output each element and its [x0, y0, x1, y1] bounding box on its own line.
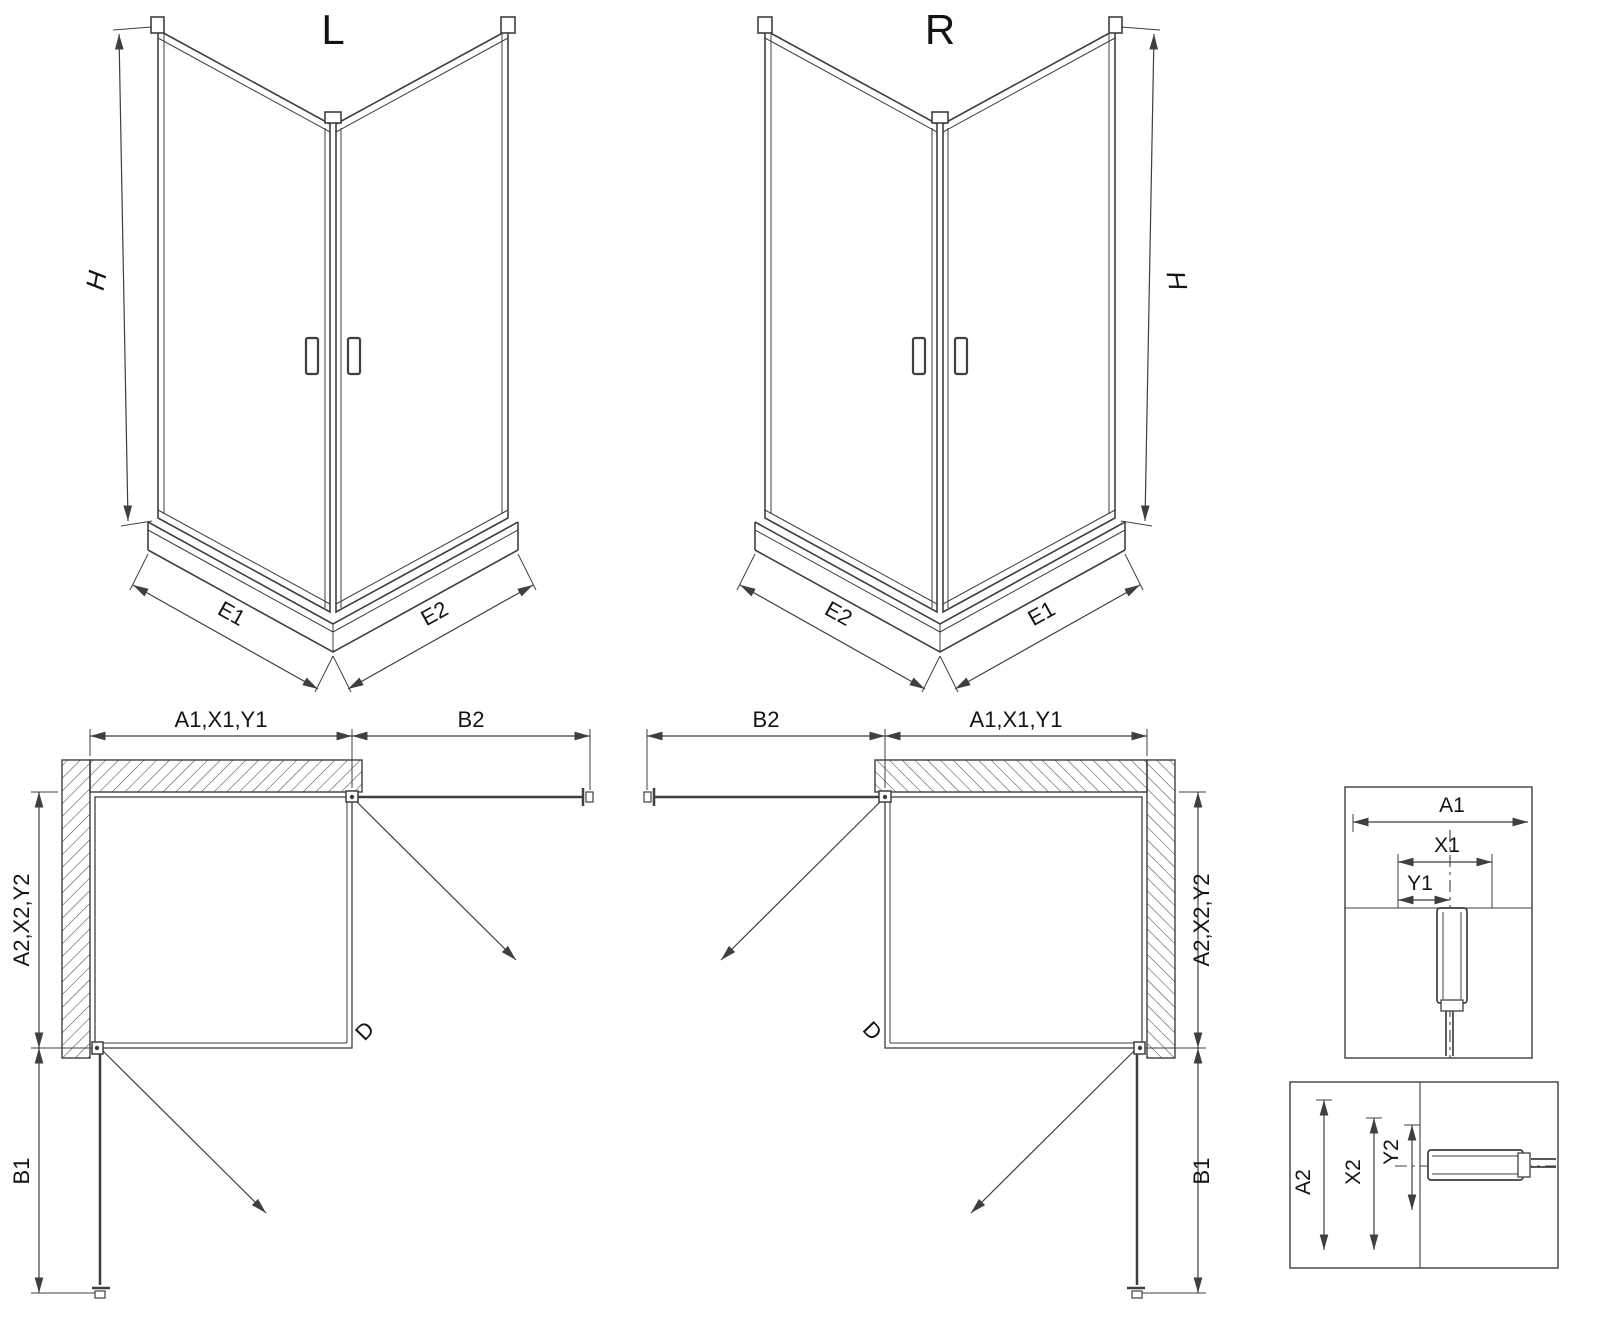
- dim-label-h-left: H: [80, 268, 113, 292]
- dim-label-y2-detail: Y2: [1380, 1139, 1403, 1165]
- plan-left-view: [31, 729, 593, 1298]
- dim-label-e1-left: E1: [214, 596, 250, 631]
- detail-top-dimensions: [1352, 814, 1528, 908]
- dim-label-d-plan-right: D: [858, 1016, 887, 1045]
- dim-label-h-right: H: [1160, 269, 1193, 293]
- dim-label-e2-left: E2: [417, 596, 453, 631]
- glass-section: [1531, 1158, 1556, 1168]
- dim-label-e2-right: E2: [821, 596, 857, 631]
- detail-view-top: [1344, 786, 1533, 1059]
- view-title-right: R: [925, 6, 955, 53]
- perspective-right-view: [737, 17, 1160, 692]
- plan-right-view: [644, 729, 1206, 1298]
- dim-label-b2-plan-left: B2: [458, 707, 485, 732]
- detail-bottom-dimensions: [1316, 1099, 1420, 1250]
- dim-label-a1-plan-left: A1,X1,Y1: [175, 707, 268, 732]
- detail-top-frame: [1344, 786, 1533, 1059]
- dim-label-a2-plan-right: A2,X2,Y2: [1189, 874, 1214, 967]
- dim-label-a1-plan-right: A1,X1,Y1: [970, 707, 1063, 732]
- dim-label-a2-plan-left: A2,X2,Y2: [9, 874, 34, 967]
- dim-label-x2-detail: X2: [1342, 1159, 1365, 1185]
- dim-label-b1-plan-left: B1: [9, 1158, 34, 1185]
- perspective-left-view: [113, 17, 536, 692]
- dim-label-a2-detail: A2: [1292, 1169, 1315, 1195]
- dim-label-a1-detail: A1: [1439, 794, 1465, 817]
- wall-profile-section: [1436, 907, 1468, 1012]
- dim-label-e1-right: E1: [1024, 596, 1060, 631]
- dim-label-b2-plan-right: B2: [753, 707, 780, 732]
- dim-label-y1-detail: Y1: [1407, 872, 1433, 895]
- dim-label-b1-plan-right: B1: [1189, 1158, 1214, 1185]
- glass-section: [1445, 1011, 1454, 1056]
- wall-profile-section: [1427, 1149, 1531, 1181]
- dim-label-x1-detail: X1: [1434, 834, 1460, 857]
- detail-view-bottom: [1289, 1081, 1559, 1269]
- detail-bottom-frame: [1289, 1081, 1559, 1269]
- view-title-left: L: [321, 6, 344, 53]
- dim-label-d-plan-left: D: [350, 1016, 379, 1045]
